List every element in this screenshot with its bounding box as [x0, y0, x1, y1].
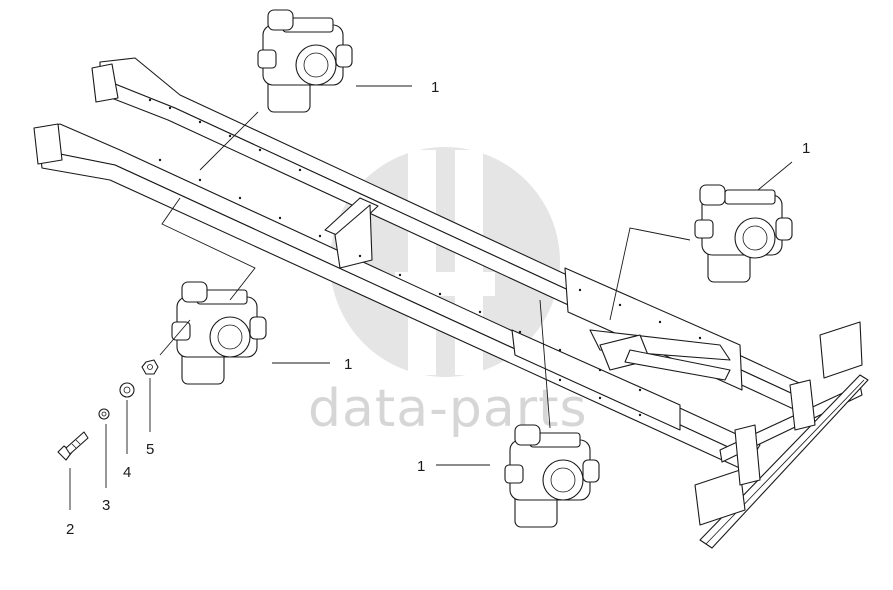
callout-valve-bottom: 1 [417, 458, 425, 475]
valve-assembly-left [171, 281, 267, 385]
valve-assembly-top [257, 9, 353, 113]
chassis-frame [33, 57, 869, 549]
valve-assembly-bottom [504, 424, 600, 528]
callout-valve-left: 1 [344, 356, 352, 373]
leader-lines [69, 85, 793, 510]
callout-valve-top: 1 [431, 79, 439, 96]
valve-assembly-right [694, 184, 793, 283]
callout-washer-small: 3 [102, 497, 110, 514]
callout-nut: 5 [146, 441, 154, 458]
callout-valve-right: 1 [802, 140, 810, 157]
bolt [57, 431, 89, 461]
nut [141, 359, 159, 375]
callout-bolt: 2 [66, 521, 74, 538]
washer-large [119, 382, 135, 398]
callout-washer-large: 4 [123, 464, 131, 481]
watermark-text: data-parts [308, 379, 588, 439]
washer-small [98, 408, 110, 420]
